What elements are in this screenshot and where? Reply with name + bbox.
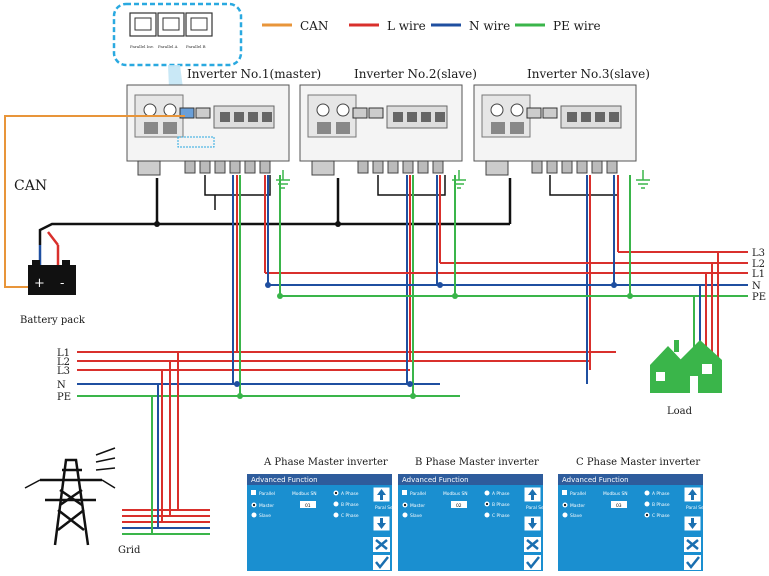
- modbus-sn-value: 02: [456, 503, 462, 509]
- screen-title: Advanced Function: [562, 476, 629, 484]
- phase-a-option: A Phase: [492, 491, 510, 497]
- load-line-n: N: [752, 281, 761, 292]
- callout-port-label: Parallel B: [186, 44, 206, 49]
- load-line-l2: L2: [752, 259, 765, 270]
- screen-caption: C Phase Master inverter: [576, 457, 700, 468]
- inverter-1-title: Inverter No.1(master): [187, 67, 321, 81]
- modbus-sn-value: 01: [305, 503, 311, 509]
- load-line-pe: PE: [752, 292, 766, 303]
- screen-caption: A Phase Master inverter: [263, 457, 388, 468]
- inverter-unit-2: [299, 84, 463, 176]
- load-label: Load: [667, 406, 693, 417]
- modbus-sn-label: Modbus SN: [443, 491, 468, 497]
- grid-drop-wires: [122, 352, 210, 535]
- slave-radio-label: Slave: [410, 513, 422, 519]
- screen-caption: B Phase Master inverter: [415, 457, 539, 468]
- legend-n-wire: N wire: [469, 19, 510, 33]
- phase-b-option: B Phase: [341, 502, 359, 508]
- parallel-checkbox-label: Parallel: [259, 491, 275, 497]
- inverter-2-title: Inverter No.2(slave): [354, 67, 477, 81]
- can-side-label: CAN: [14, 178, 47, 194]
- grid-line-pe: PE: [57, 392, 71, 403]
- phase-a-option: A Phase: [341, 491, 359, 497]
- battery-minus: -: [60, 276, 64, 291]
- grid-line-l1: L1: [57, 348, 70, 359]
- master-radio-label: Master: [570, 503, 585, 509]
- can-wire: [4, 115, 185, 288]
- modbus-sn-label: Modbus SN: [292, 491, 317, 497]
- load-bus: [264, 175, 748, 297]
- grid-bus: [77, 351, 616, 397]
- phase-c-option: C Phase: [652, 513, 670, 519]
- parallel-checkbox-label: Parallel: [410, 491, 426, 497]
- screen-c-phase: C Phase Master inverter Advanced Functio…: [558, 457, 708, 571]
- legend-l-wire: L wire: [387, 19, 426, 33]
- grid-label: Grid: [118, 545, 141, 556]
- parallel-checkbox-label: Parallel: [570, 491, 586, 497]
- phase-a-option: A Phase: [652, 491, 670, 497]
- grid-line-n: N: [57, 380, 66, 391]
- inverter-unit-1: [126, 84, 290, 176]
- slave-radio-label: Slave: [570, 513, 582, 519]
- phase-c-option: C Phase: [341, 513, 359, 519]
- battery-label: Battery pack: [20, 315, 86, 326]
- master-radio-label: Master: [410, 503, 425, 509]
- screen-a-phase: A Phase Master inverter Advanced Functio…: [247, 457, 397, 571]
- screen-b-phase: B Phase Master inverter Advanced Functio…: [398, 457, 548, 571]
- phase-c-option: C Phase: [492, 513, 510, 519]
- grid-line-l2: L2: [57, 357, 70, 368]
- load-house-icon: [650, 340, 722, 393]
- grid-line-l3: L3: [57, 366, 70, 377]
- inverter-3-title: Inverter No.3(slave): [527, 67, 650, 81]
- dc-bus: [38, 175, 619, 245]
- screen-title: Advanced Function: [251, 476, 318, 484]
- phase-b-option: B Phase: [652, 502, 670, 508]
- wire-legend: CAN L wire N wire PE wire: [262, 19, 601, 33]
- battery-plus: +: [34, 276, 45, 291]
- master-radio-label: Master: [259, 503, 274, 509]
- paral-set-label: Paral Set3: [375, 505, 397, 511]
- paral-set-label: Paral Set3: [686, 505, 708, 511]
- phase-b-option: B Phase: [492, 502, 510, 508]
- legend-can: CAN: [300, 19, 328, 33]
- inverter-unit-3: [473, 84, 637, 176]
- load-line-l3: L3: [752, 248, 765, 259]
- transmission-tower-icon: [24, 447, 116, 546]
- modbus-sn-label: Modbus SN: [603, 491, 628, 497]
- callout-port-label: Parallel Inv.: [130, 44, 154, 49]
- slave-radio-label: Slave: [259, 513, 271, 519]
- modbus-sn-value: 03: [616, 503, 622, 509]
- callout-port-label: Parallel A: [158, 44, 178, 49]
- screen-title: Advanced Function: [402, 476, 469, 484]
- load-line-l1: L1: [752, 269, 765, 280]
- legend-pe-wire: PE wire: [553, 19, 601, 33]
- battery-pack: + -: [28, 260, 76, 295]
- ground-symbol: [276, 170, 650, 189]
- paral-set-label: Paral Set3: [526, 505, 548, 511]
